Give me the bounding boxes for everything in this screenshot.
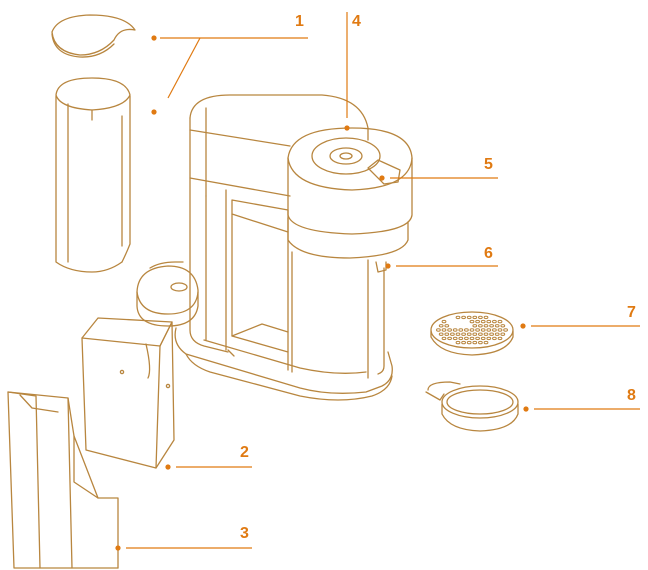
grid-hole [472, 315, 478, 320]
drip-grid-plate [430, 311, 514, 356]
leader-dot-8 [523, 406, 529, 412]
grid-hole [444, 324, 450, 328]
leader-dot-7 [520, 323, 526, 329]
grid-hole [461, 340, 467, 345]
leader-lines [115, 12, 640, 551]
grid-hole [500, 324, 506, 328]
capsule-holder-ring [425, 381, 519, 432]
grid-hole [452, 336, 458, 341]
grid-hole [464, 336, 469, 341]
grid-hole [478, 324, 483, 328]
grid-hole [458, 336, 464, 341]
grid-hole [466, 332, 472, 336]
grid-hole [464, 328, 469, 332]
grid-hole [489, 324, 495, 328]
grid-hole [500, 332, 506, 336]
grid-hole [455, 315, 461, 320]
grid-hole [486, 319, 492, 324]
grid-hole [480, 328, 486, 332]
grid-hole [452, 328, 458, 332]
grid-hole [438, 324, 444, 328]
grid-hole [469, 319, 475, 324]
grid-hole [475, 328, 481, 332]
leader-dot-2 [165, 464, 171, 470]
grid-hole [475, 319, 481, 324]
grid-hole [492, 336, 497, 341]
grid-hole [489, 332, 495, 336]
callout-labels: 1 2 3 4 5 6 7 8 [240, 13, 636, 542]
leader-dot-4 [344, 125, 350, 131]
callout-3: 3 [240, 525, 249, 542]
callout-6: 6 [484, 245, 493, 262]
grid-hole [466, 315, 472, 320]
grid-hole [480, 319, 486, 324]
leader-dot-3 [115, 545, 121, 551]
grid-hole [472, 324, 478, 328]
grid-hole [478, 332, 483, 336]
parts-drawing [7, 14, 519, 569]
grid-hole [494, 324, 500, 328]
grid-hole [447, 336, 453, 341]
grid-hole [469, 336, 475, 341]
water-tank [55, 77, 131, 273]
water-tank-lid [51, 14, 136, 58]
grid-hole [483, 324, 489, 328]
callout-5: 5 [484, 156, 493, 173]
grid-hole [466, 340, 472, 345]
grid-hole [492, 328, 497, 332]
grid-hole [455, 332, 461, 336]
grid-hole [472, 340, 478, 345]
leader-dot-1b [151, 109, 157, 115]
grid-hole [497, 336, 503, 341]
grid-hole [444, 332, 450, 336]
grid-hole [458, 328, 464, 332]
tank-connector-base [136, 261, 199, 327]
grid-hole [472, 332, 478, 336]
grid-hole [492, 319, 497, 324]
grid-hole [447, 328, 453, 332]
capsule-container [81, 317, 175, 469]
grid-hole [461, 332, 467, 336]
leader-dot-1a [151, 35, 157, 41]
grid-hole [478, 340, 483, 345]
grid-hole [441, 328, 447, 332]
grid-hole [494, 332, 500, 336]
grid-hole [438, 332, 444, 336]
leader-line-1-branch [167, 37, 201, 99]
grid-hole [455, 340, 461, 345]
grid-hole [486, 336, 492, 341]
grid-hole [469, 328, 475, 332]
callout-8: 8 [627, 387, 636, 404]
leader-dot-6 [385, 263, 391, 269]
grid-hole [486, 328, 492, 332]
grid-hole [503, 328, 509, 332]
grid-hole [441, 336, 447, 341]
grid-hole [436, 328, 441, 332]
callout-4: 4 [352, 13, 361, 30]
grid-hole [497, 319, 503, 324]
grid-hole [478, 315, 483, 320]
grid-hole [497, 328, 503, 332]
callout-7: 7 [627, 304, 636, 321]
grid-hole [441, 319, 447, 324]
grid-hole [483, 340, 489, 345]
callout-1: 1 [295, 13, 304, 30]
grid-hole [450, 332, 455, 336]
grid-hole [483, 315, 489, 320]
drip-stand [7, 391, 119, 569]
grid-hole [461, 315, 467, 320]
grid-hole [480, 336, 486, 341]
leader-dot-5 [379, 175, 385, 181]
machine-body [174, 94, 413, 401]
callout-2: 2 [240, 444, 249, 461]
grid-hole [475, 336, 481, 341]
grid-hole [483, 332, 489, 336]
